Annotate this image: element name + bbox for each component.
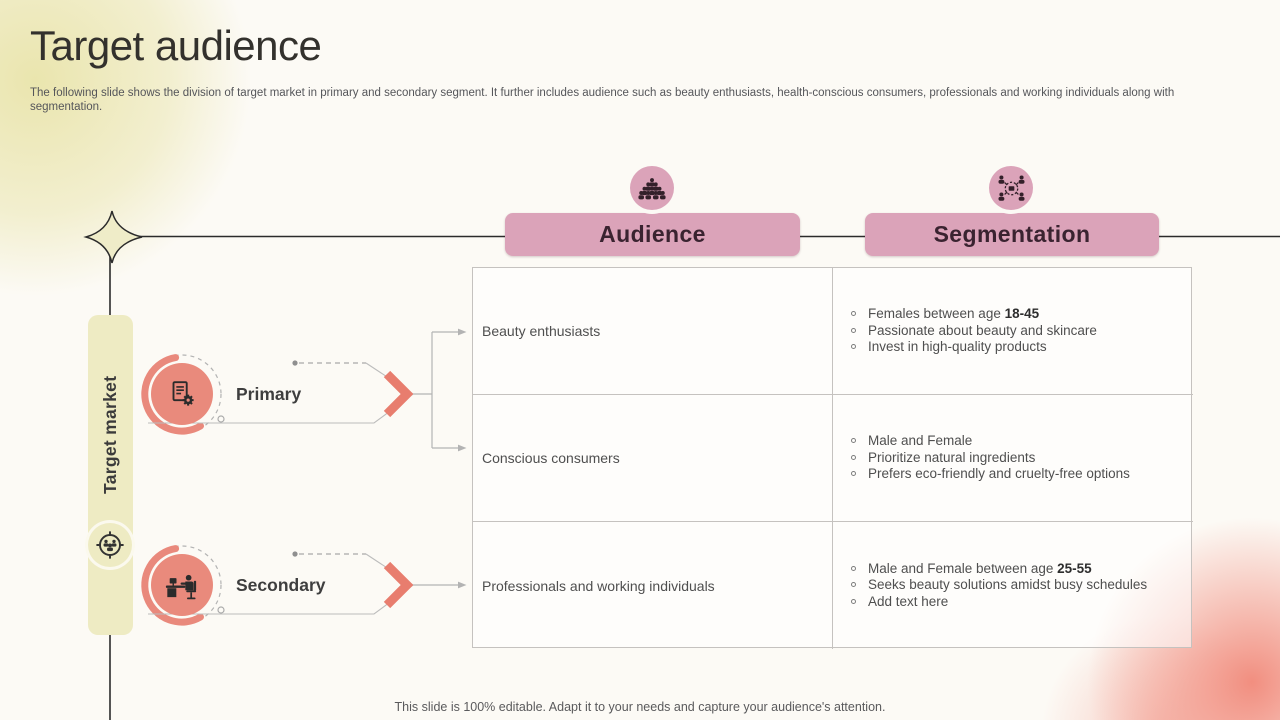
- column-header-label: Segmentation: [933, 221, 1091, 247]
- segmentation-bullet: Add text here: [851, 594, 1185, 611]
- bullet-circle-icon: [851, 598, 856, 604]
- column-header-audience: Audience: [505, 213, 800, 256]
- bullet-circle-icon: [851, 454, 856, 460]
- target-market-label: Target market: [100, 375, 120, 495]
- target-market-badge: [88, 523, 132, 567]
- bullet-circle-icon: [851, 438, 856, 444]
- primary-branch-circle: [151, 363, 213, 425]
- audience-cell: Conscious consumers: [473, 395, 833, 522]
- column-header-segmentation: Segmentation: [865, 213, 1159, 256]
- segmentation-bullet: Seeks beauty solutions amidst busy sched…: [851, 577, 1185, 594]
- segmentation-header-circle: [989, 166, 1033, 210]
- segmentation-list: Females between age 18-45 Passionate abo…: [851, 306, 1185, 356]
- report-gear-icon: [172, 381, 194, 406]
- bullet-circle-icon: [851, 471, 856, 477]
- secondary-branch-circle: [151, 554, 213, 616]
- segmentation-bullet: Male and Female between age 25-55: [851, 561, 1185, 578]
- segmentation-bullet: Male and Female: [851, 433, 1185, 450]
- segmentation-list: Male and Female Prioritize natural ingre…: [851, 433, 1185, 483]
- segmentation-list: Male and Female between age 25-55 Seeks …: [851, 561, 1185, 611]
- bullet-circle-icon: [851, 327, 856, 333]
- segmentation-bullet: Prefers eco-friendly and cruelty-free op…: [851, 466, 1185, 483]
- segmentation-cell: Male and Female Prioritize natural ingre…: [833, 395, 1193, 522]
- audience-cell: Professionals and working individuals: [473, 522, 833, 649]
- segmentation-bullet: Invest in high-quality products: [851, 339, 1185, 356]
- segmentation-bullet: Passionate about beauty and skincare: [851, 323, 1185, 340]
- segmentation-cell: Male and Female between age 25-55 Seeks …: [833, 522, 1193, 649]
- slide-subtitle: The following slide shows the division o…: [30, 87, 1175, 113]
- bullet-circle-icon: [851, 582, 856, 588]
- audience-header-circle: [630, 166, 674, 210]
- slide-footnote: This slide is 100% editable. Adapt it to…: [394, 700, 886, 714]
- sparkle-star-icon: [83, 210, 143, 264]
- working-professional-icon: [165, 574, 197, 600]
- chevron-arrow-icon: [383, 561, 414, 609]
- primary-branch-label: Primary: [236, 384, 302, 404]
- segmentation-bullet: Females between age 18-45: [851, 306, 1185, 323]
- column-header-label: Audience: [599, 221, 706, 247]
- segmentation-network-icon: [997, 174, 1025, 201]
- chevron-arrow-icon: [383, 370, 414, 418]
- page-title: Target audience: [30, 22, 322, 69]
- audience-crowd-icon: [638, 177, 666, 199]
- audience-cell: Beauty enthusiasts: [473, 268, 833, 395]
- segmentation-bullet: Prioritize natural ingredients: [851, 450, 1185, 467]
- audience-segmentation-table: Beauty enthusiasts Females between age 1…: [472, 267, 1193, 649]
- bullet-circle-icon: [851, 344, 856, 350]
- bullet-circle-icon: [851, 565, 856, 571]
- segmentation-cell: Females between age 18-45 Passionate abo…: [833, 268, 1193, 395]
- target-market-icon: [96, 531, 124, 559]
- secondary-branch-label: Secondary: [236, 575, 326, 595]
- bullet-circle-icon: [851, 311, 856, 317]
